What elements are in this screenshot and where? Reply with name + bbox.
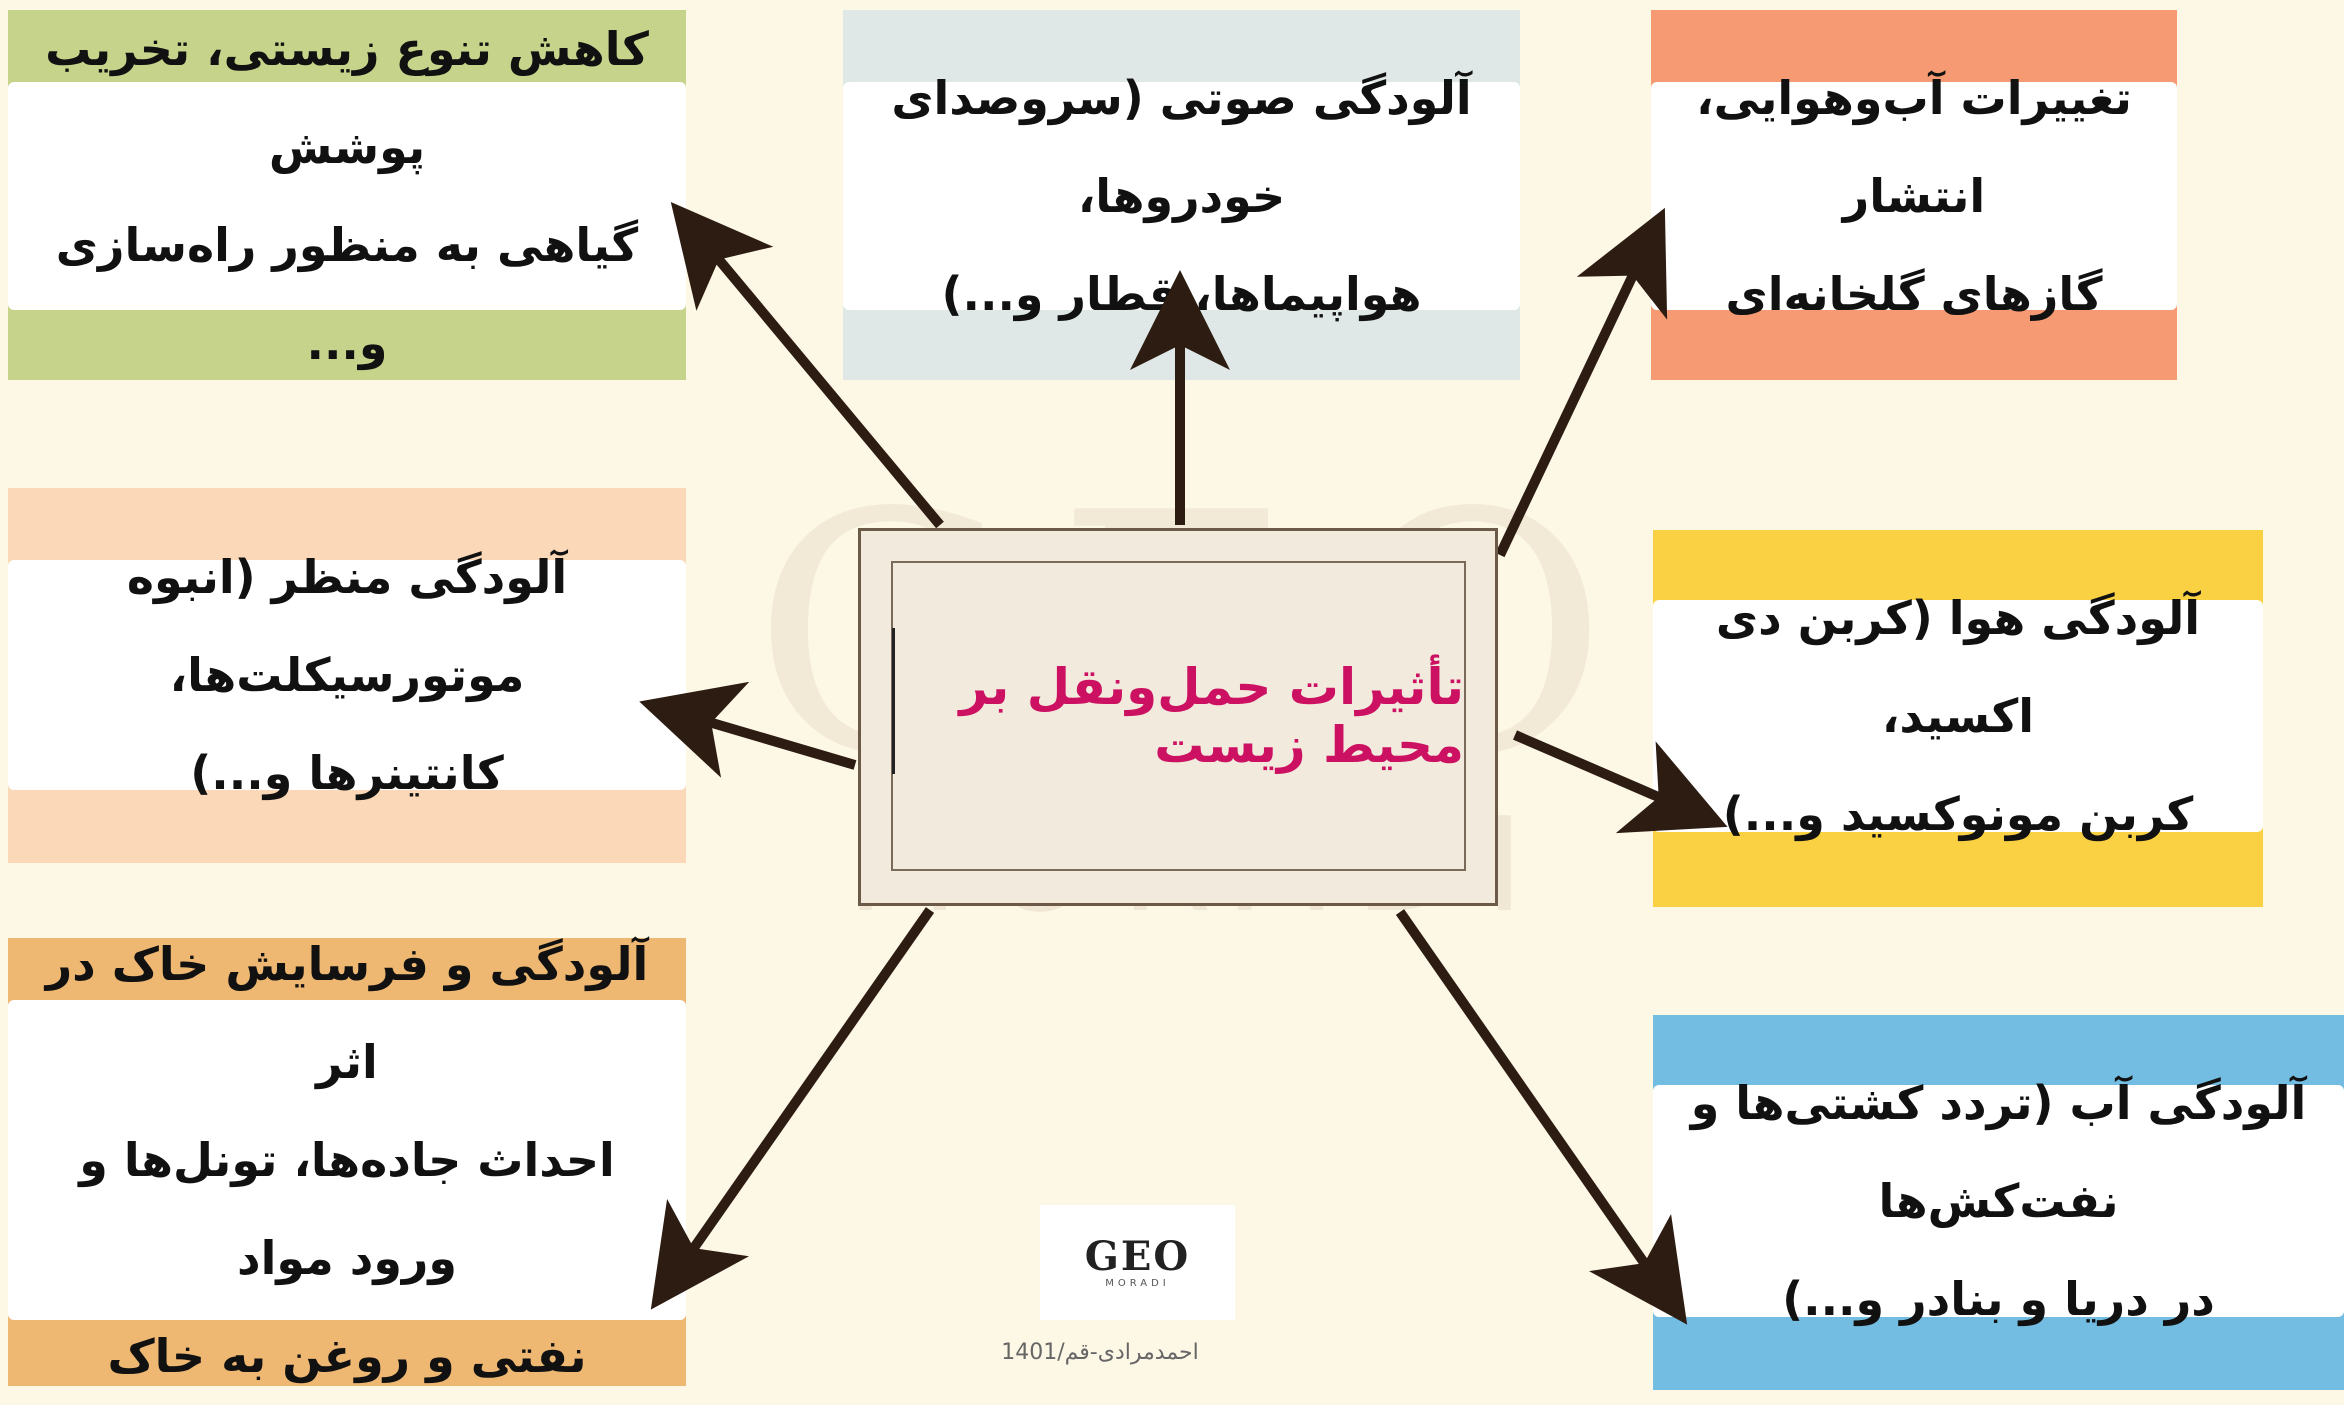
box-climate-text: تغییرات آب‌وهوایی، انتشار گازهای گلخانه‌… xyxy=(1696,71,2132,321)
box-air-card: آلودگی هوا (کربن دی اکسید، کربن مونوکسید… xyxy=(1653,591,2263,841)
geo-logo-main: GEO xyxy=(1084,1233,1191,1280)
geo-logo-sub: MORADI xyxy=(1105,1278,1170,1289)
center-title: تأثیرات حمل‌ونقل بر محیط زیست xyxy=(959,658,1464,774)
box-landscape-card: آلودگی منظر (انبوه موتورسیکلت‌ها، کانتین… xyxy=(8,550,686,800)
center-inner-frame: تأثیرات حمل‌ونقل بر محیط زیست xyxy=(891,561,1466,871)
box-soil-text: آلودگی و فرسایش خاک در اثر احداث جاده‌ها… xyxy=(45,937,649,1383)
box-noise-text: آلودگی صوتی (سروصدای خودروها، هواپیماها،… xyxy=(891,71,1472,321)
box-climate-card: تغییرات آب‌وهوایی، انتشار گازهای گلخانه‌… xyxy=(1651,71,2177,321)
text-cursor xyxy=(892,628,895,774)
credit-text: احمدمرادی-قم/1401 xyxy=(1001,1340,1199,1365)
arrow-to-biodiversity xyxy=(670,201,944,529)
arrow-to-climate xyxy=(1495,207,1668,558)
box-air-text: آلودگی هوا (کربن دی اکسید، کربن مونوکسید… xyxy=(1715,591,2201,841)
box-soil-card: آلودگی و فرسایش خاک در اثر احداث جاده‌ها… xyxy=(8,937,686,1383)
arrow-to-soil xyxy=(650,907,935,1310)
center-box: تأثیرات حمل‌ونقل بر محیط زیست xyxy=(858,528,1498,906)
arrow-to-landscape xyxy=(639,681,857,778)
box-biodiversity-card: کاهش تنوع زیستی، تخریب پوشش گیاهی به منظ… xyxy=(8,22,686,370)
box-biodiversity-text: کاهش تنوع زیستی، تخریب پوشش گیاهی به منظ… xyxy=(45,22,649,370)
arrow-to-water xyxy=(1395,909,1688,1325)
arrow-to-air xyxy=(1513,730,1728,834)
box-landscape-text: آلودگی منظر (انبوه موتورسیکلت‌ها، کانتین… xyxy=(126,550,568,800)
box-water-card: آلودگی آب (تردد کشتی‌ها و نفت‌کش‌ها در د… xyxy=(1653,1076,2344,1326)
box-water-text: آلودگی آب (تردد کشتی‌ها و نفت‌کش‌ها در د… xyxy=(1690,1076,2307,1326)
geo-logo: GEO MORADI xyxy=(1040,1205,1235,1320)
